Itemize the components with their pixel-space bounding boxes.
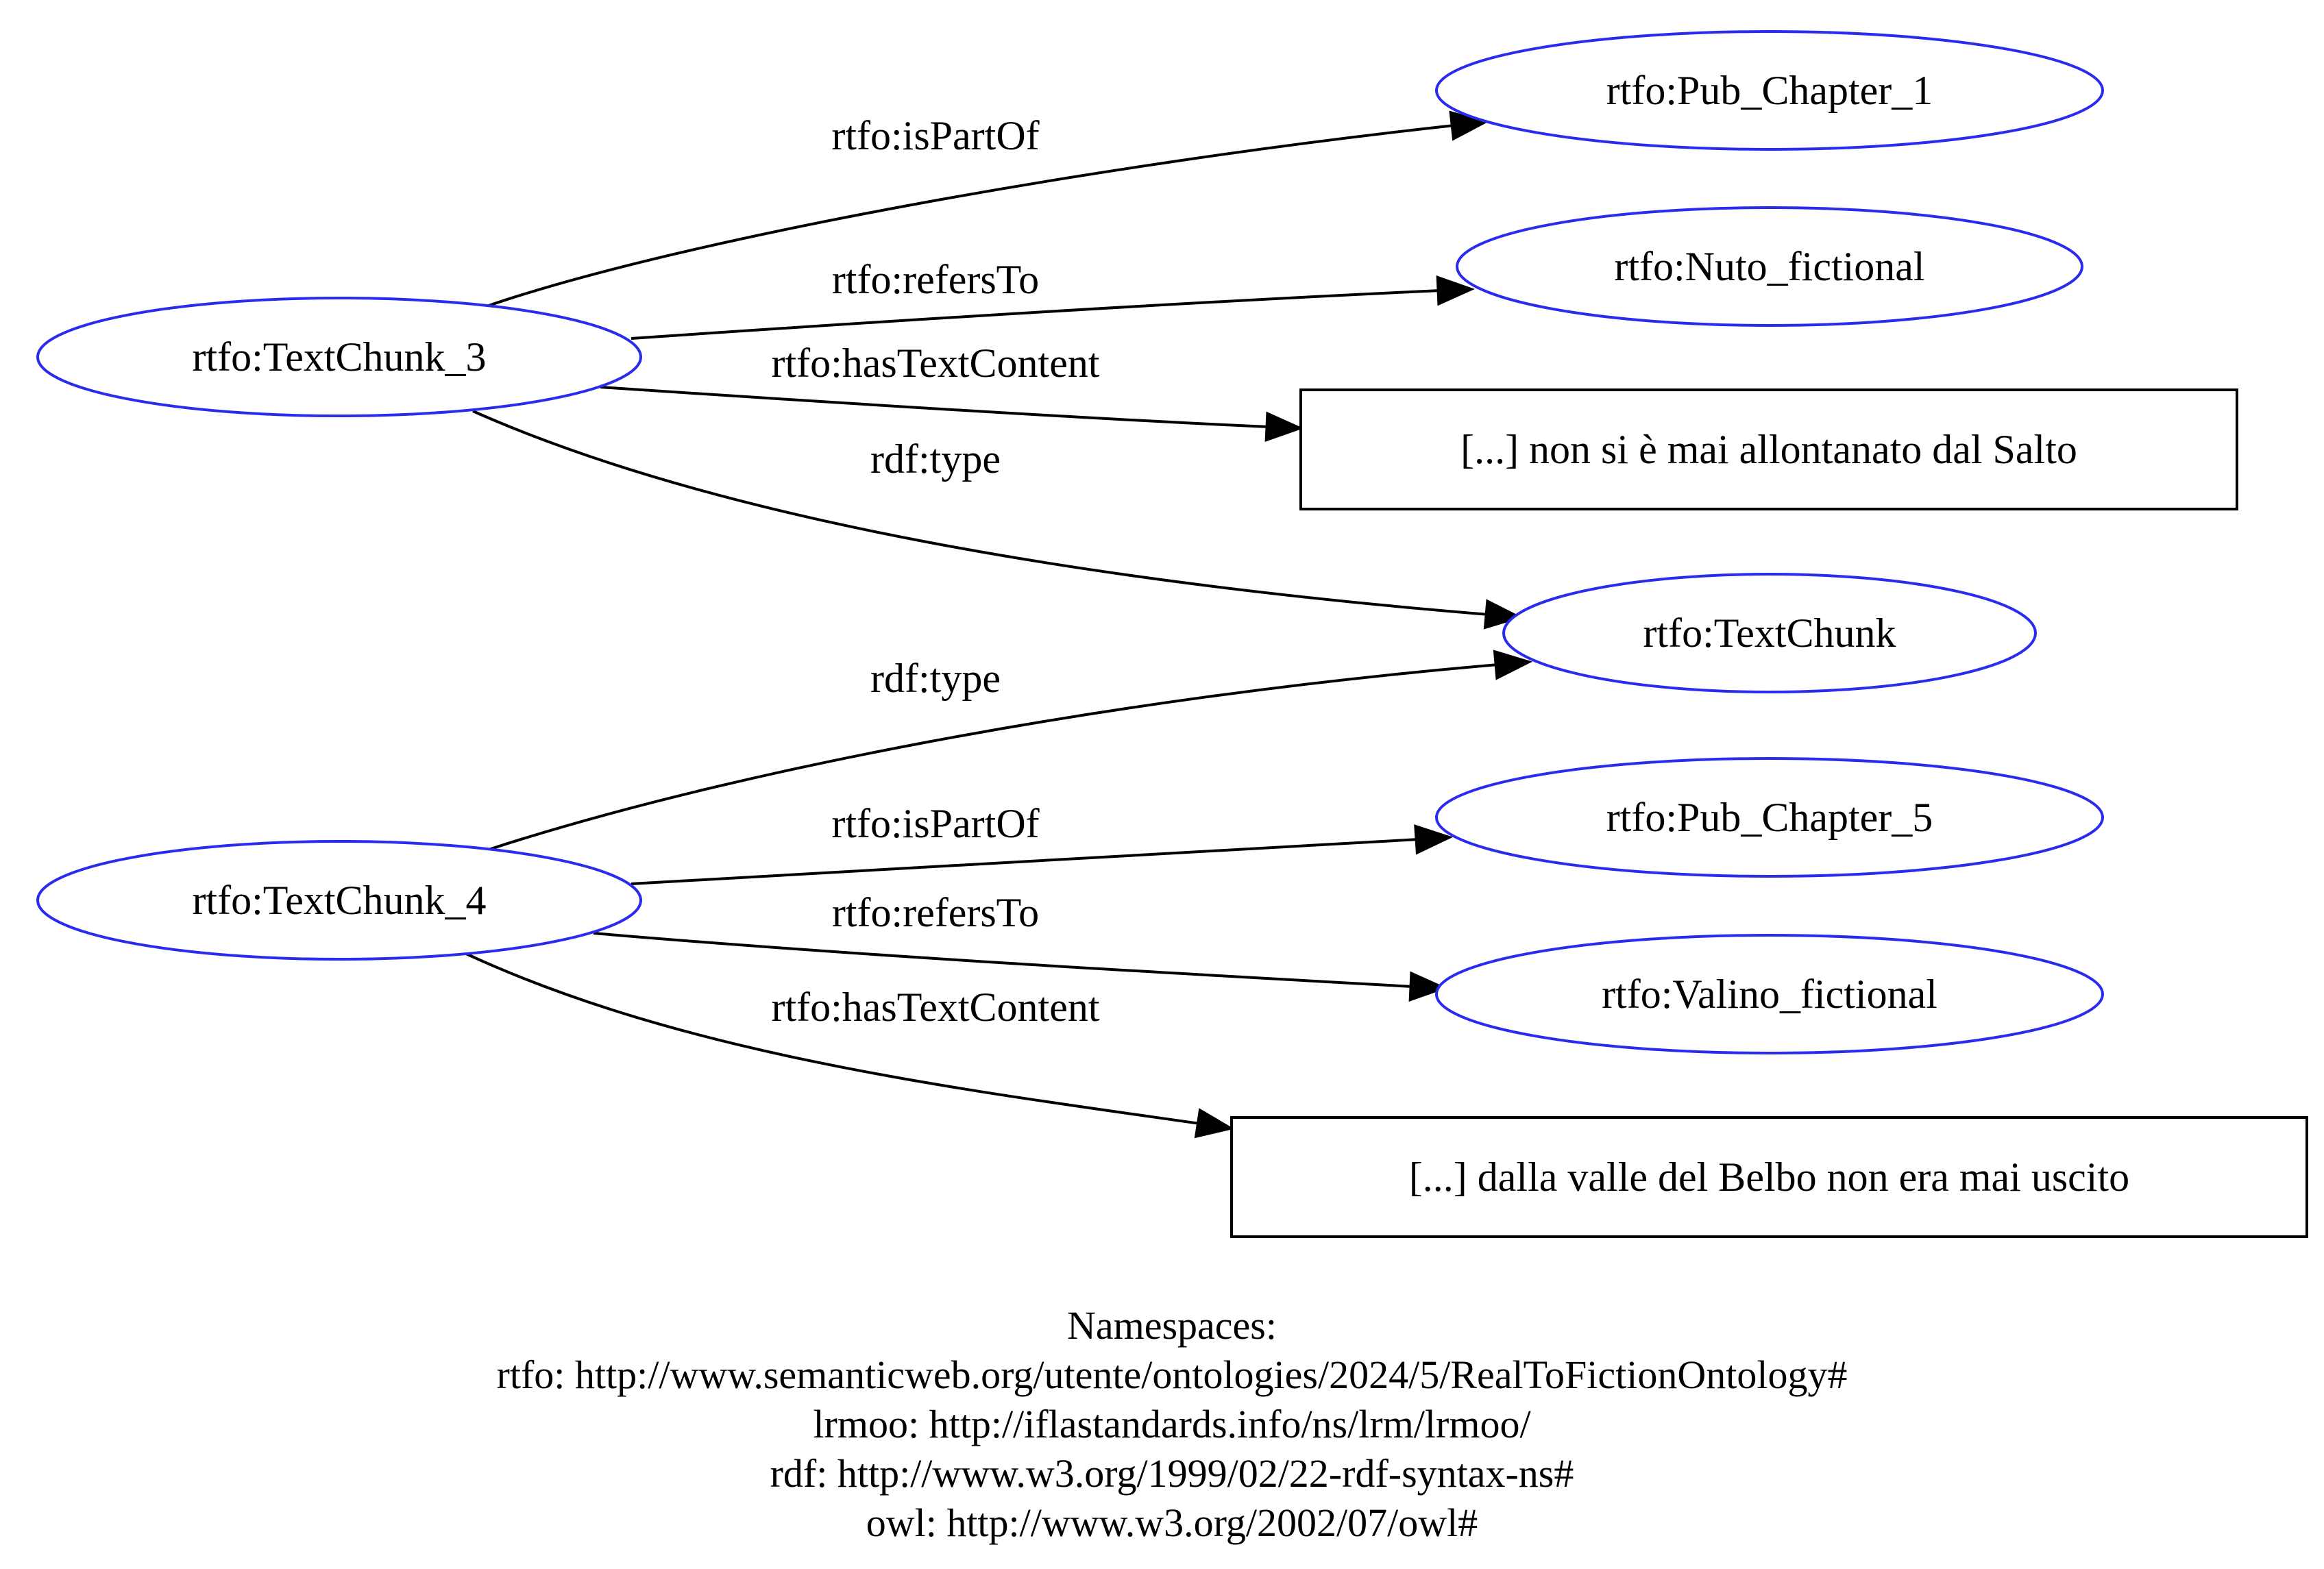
node-label: rtfo:Valino_fictional (1602, 972, 1937, 1017)
node-textchunk-3: rtfo:TextChunk_3 (36, 297, 642, 417)
node-textchunk: rtfo:TextChunk (1502, 573, 2037, 693)
edge-textchunk_4-to-pub_chapter_5: rtfo:isPartOf (631, 801, 1454, 885)
edge-line (631, 289, 1441, 340)
edge-arrowhead (1493, 650, 1533, 680)
node-ellipse (36, 297, 642, 417)
edge-label: rtfo:refersTo (832, 890, 1039, 935)
node-nuto-fictional: rtfo:Nuto_fictional (1456, 206, 2083, 327)
edges-layer: rtfo:isPartOf rtfo:refersTo rtfo:hasTextCo… (465, 110, 1533, 1139)
node-literal-1: [...] non si è mai allontanato dal Salto (1299, 388, 2238, 510)
node-ellipse (1435, 757, 2104, 878)
edge-label: rtfo:refersTo (832, 257, 1039, 302)
edge-line (631, 838, 1419, 885)
edge-label: rdf:type (870, 436, 1001, 482)
edge-arrowhead (1483, 599, 1524, 630)
node-label: [...] non si è mai allontanato dal Salto (1460, 427, 2077, 472)
namespaces-heading: Namespaces: (1067, 1303, 1277, 1348)
edge-textchunk_3-to-nuto_fictional: rtfo:refersTo (631, 257, 1476, 340)
edge-textchunk_4-to-literal_2: rtfo:hasTextContent (465, 952, 1234, 1139)
edge-label: rtfo:isPartOf (831, 113, 1039, 158)
node-label: rtfo:TextChunk_3 (192, 334, 486, 380)
node-label: rtfo:TextChunk (1643, 610, 1896, 656)
node-label: rtfo:Nuto_fictional (1614, 244, 1924, 289)
namespace-line-rdf: rdf: http://www.w3.org/1999/02/22-rdf-sy… (770, 1451, 1574, 1496)
edge-arrowhead (1436, 275, 1476, 306)
namespace-line-owl: owl: http://www.w3.org/2002/07/owl# (866, 1500, 1478, 1545)
node-literal-2: [...] dalla valle del Belbo non era mai … (1230, 1116, 2308, 1238)
literal-box (1299, 388, 2238, 510)
node-textchunk-4: rtfo:TextChunk_4 (36, 840, 642, 961)
node-label: rtfo:Pub_Chapter_1 (1606, 68, 1933, 113)
edge-line (472, 410, 1489, 616)
edge-arrowhead (1194, 1108, 1234, 1139)
edge-textchunk_3-to-literal_1: rtfo:hasTextContent (600, 341, 1304, 442)
node-pub-chapter-5: rtfo:Pub_Chapter_5 (1435, 757, 2104, 878)
node-ellipse (1435, 934, 2104, 1054)
edge-label: rdf:type (870, 656, 1001, 701)
edge-line (593, 932, 1414, 988)
edge-line (600, 386, 1270, 428)
edge-textchunk_4-to-valino_fictional: rtfo:refersTo (593, 890, 1448, 1002)
node-label: rtfo:TextChunk_4 (192, 878, 486, 923)
node-ellipse (36, 840, 642, 961)
node-valino-fictional: rtfo:Valino_fictional (1435, 934, 2104, 1054)
edge-textchunk_3-to-textchunk: rdf:type (472, 410, 1524, 630)
node-label: [...] dalla valle del Belbo non era mai … (1409, 1154, 2129, 1200)
edge-arrowhead (1414, 824, 1454, 855)
nodes-layer: rtfo:TextChunk_3 rtfo:TextChunk_4 rtfo:Pub… (36, 30, 2308, 1238)
node-pub-chapter-1: rtfo:Pub_Chapter_1 (1435, 30, 2104, 151)
node-ellipse (1435, 30, 2104, 151)
edge-arrowhead (1408, 971, 1448, 1002)
edge-label: rtfo:isPartOf (831, 801, 1039, 846)
node-ellipse (1502, 573, 2037, 693)
edge-arrowhead (1264, 411, 1304, 442)
edge-label: rtfo:hasTextContent (771, 985, 1099, 1030)
namespaces-legend: Namespaces: rtfo: http://www.semanticweb… (497, 1303, 1848, 1545)
node-label: rtfo:Pub_Chapter_5 (1606, 795, 1933, 840)
node-ellipse (1456, 206, 2083, 327)
literal-box (1230, 1116, 2308, 1238)
edge-textchunk_3-to-pub_chapter_1: rtfo:isPartOf (488, 110, 1489, 307)
namespace-line-rtfo: rtfo: http://www.semanticweb.org/utente/… (497, 1352, 1848, 1397)
edge-arrowhead (1449, 110, 1489, 141)
namespace-line-lrmoo: lrmoo: http://iflastandards.info/ns/lrm/… (813, 1402, 1531, 1446)
edge-line (488, 124, 1455, 307)
edge-label: rtfo:hasTextContent (771, 341, 1099, 386)
edge-line (465, 952, 1201, 1125)
edge-line (488, 663, 1499, 851)
edge-textchunk_4-to-textchunk: rdf:type (488, 650, 1533, 851)
